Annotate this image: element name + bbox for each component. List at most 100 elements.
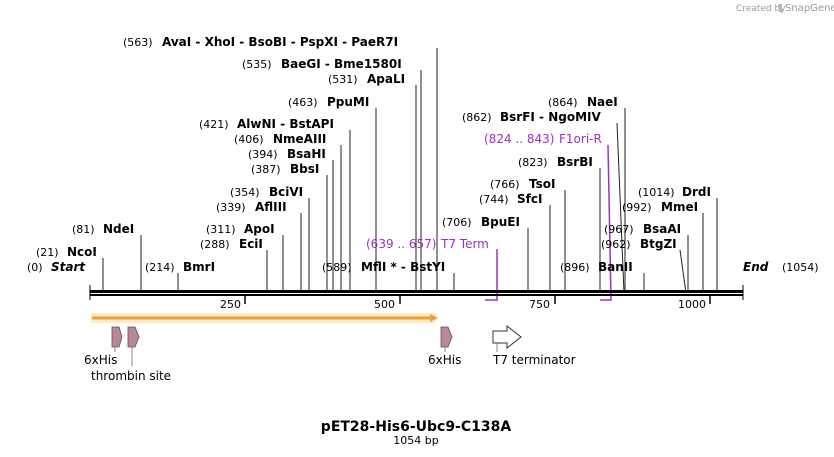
site-position: (962) (601, 238, 631, 251)
site-name: MmeI (661, 200, 698, 214)
site-name: SfcI (517, 192, 542, 206)
feature-his-tag-2[interactable]: 6xHis (428, 326, 461, 367)
primer-f1ori[interactable]: (824 .. 843) F1ori-R (484, 132, 602, 146)
site-position: (862) (462, 111, 492, 124)
site-position: (339) (216, 201, 246, 214)
site-ppumi[interactable]: (463) PpuMI (288, 95, 369, 109)
site-bcivi[interactable]: (354) BciVI (230, 185, 303, 199)
dna-backbone-top (90, 290, 743, 293)
dna-backbone-bottom (90, 294, 743, 296)
site-position: (766) (490, 178, 520, 191)
site-position: (288) (200, 238, 230, 251)
feature-label: 6xHis (84, 353, 117, 367)
site-nmeaiii[interactable]: (406) NmeAIII (234, 132, 326, 146)
site-name: NaeI (587, 95, 618, 109)
site-sfci[interactable]: (744) SfcI (479, 192, 542, 206)
site-name: EciI (239, 237, 263, 251)
site-name: BpuEI (481, 215, 520, 229)
feature-orf-arrow[interactable] (91, 313, 438, 323)
site-ecii[interactable]: (288) EciI (200, 237, 263, 251)
start-position: (0) (27, 261, 43, 274)
site-bsrbi[interactable]: (823) BsrBI (518, 155, 593, 169)
site-position: (744) (479, 193, 509, 206)
site-mmei[interactable]: (992) MmeI (622, 200, 698, 214)
site-tsoi[interactable]: (766) TsoI (490, 177, 555, 191)
site-naei[interactable]: (864) NaeI (548, 95, 618, 109)
site-name: BsaHI (287, 147, 326, 161)
site-alwni[interactable]: (421) AlwNI - BstAPI (199, 117, 334, 131)
site-bsaai[interactable]: (967) BsaAI (604, 222, 681, 236)
sequence-title: pET28-His6-Ubc9-C138A (321, 419, 512, 435)
site-apali[interactable]: (531) ApaLI (328, 72, 405, 86)
site-position: (1014) (638, 186, 675, 199)
primer-name: F1ori-R (559, 132, 602, 146)
site-name: NdeI (103, 222, 134, 236)
site-position: (406) (234, 133, 264, 146)
site-mfli[interactable]: (589) MflI * - BstYI (322, 260, 445, 274)
site-bmri[interactable]: (214) BmrI (145, 260, 215, 274)
feature-label: 6xHis (428, 353, 461, 367)
site-name: PpuMI (327, 95, 369, 109)
site-ncoi[interactable]: (21) NcoI (36, 245, 97, 259)
site-bsrfi[interactable]: (862) BsrFI - NgoMIV (462, 110, 601, 124)
primer-range: (639 .. 657) (366, 237, 436, 251)
primer-t7term-marker[interactable] (485, 249, 498, 301)
site-position: (394) (248, 148, 278, 161)
feature-label: thrombin site (91, 369, 171, 383)
site-name: AvaI - XhoI - BsoBI - PspXI - PaeR7I (162, 35, 398, 49)
site-position: (311) (206, 223, 236, 236)
site-position: (589) (322, 261, 352, 274)
ruler-label-750: 750 (529, 298, 550, 311)
ruler-label-250: 250 (220, 298, 241, 311)
site-ndei[interactable]: (81) NdeI (72, 222, 134, 236)
site-name: NmeAIII (273, 132, 326, 146)
site-afliii[interactable]: (339) AflIII (216, 200, 287, 214)
site-position: (531) (328, 73, 358, 86)
site-name: BciVI (269, 185, 303, 199)
site-name: NcoI (67, 245, 97, 259)
site-line-btgzi (679, 249, 687, 294)
snapgene-logo[interactable]: SnapGene (778, 3, 834, 14)
site-position: (896) (560, 261, 590, 274)
site-position: (535) (242, 58, 272, 71)
snapgene-logo-icon (778, 4, 782, 12)
site-position: (823) (518, 156, 548, 169)
site-position: (421) (199, 118, 229, 131)
feature-his-tag-1[interactable]: 6xHis (84, 326, 123, 367)
site-name: ApaLI (367, 72, 405, 86)
site-position: (864) (548, 96, 578, 109)
site-bbsi[interactable]: (387) BbsI (251, 162, 319, 176)
site-baegi[interactable]: (535) BaeGI - Bme1580I (242, 57, 402, 71)
site-drdi[interactable]: (1014) DrdI (638, 185, 711, 199)
site-name: BmrI (183, 260, 215, 274)
site-name: BanII (598, 260, 633, 274)
site-bsahi[interactable]: (394) BsaHI (248, 147, 326, 161)
site-name: ApoI (244, 222, 275, 236)
site-banii[interactable]: (896) BanII (560, 260, 633, 274)
site-position: (992) (622, 201, 652, 214)
feature-label: T7 terminator (492, 353, 576, 367)
site-btgzi[interactable]: (962) BtgZI (601, 237, 677, 251)
site-position: (81) (72, 223, 95, 236)
site-apoi[interactable]: (311) ApoI (206, 222, 275, 236)
site-position: (387) (251, 163, 281, 176)
start-label: Start (51, 260, 86, 274)
sequence-length: 1054 bp (393, 434, 438, 447)
site-name: BtgZI (640, 237, 677, 251)
primer-range: (824 .. 843) (484, 132, 554, 146)
site-name: BsaAI (643, 222, 681, 236)
site-position: (214) (145, 261, 175, 274)
site-position: (563) (123, 36, 153, 49)
site-name: AlwNI - BstAPI (237, 117, 334, 131)
primer-name: T7 Term (440, 237, 489, 251)
site-avai[interactable]: (563) AvaI - XhoI - BsoBI - PspXI - PaeR… (123, 35, 398, 49)
site-position: (967) (604, 223, 634, 236)
feature-t7-terminator[interactable]: T7 terminator (492, 324, 576, 367)
site-name: BaeGI - Bme1580I (281, 57, 402, 71)
brand-name: SnapGene (785, 3, 834, 14)
primer-f1ori-marker[interactable] (600, 144, 612, 301)
site-bpuei[interactable]: (706) BpuEI (442, 215, 520, 229)
feature-thrombin-site[interactable]: thrombin site (91, 326, 171, 383)
primer-t7term[interactable]: (639 .. 657) T7 Term (366, 237, 489, 251)
site-position: (706) (442, 216, 472, 229)
